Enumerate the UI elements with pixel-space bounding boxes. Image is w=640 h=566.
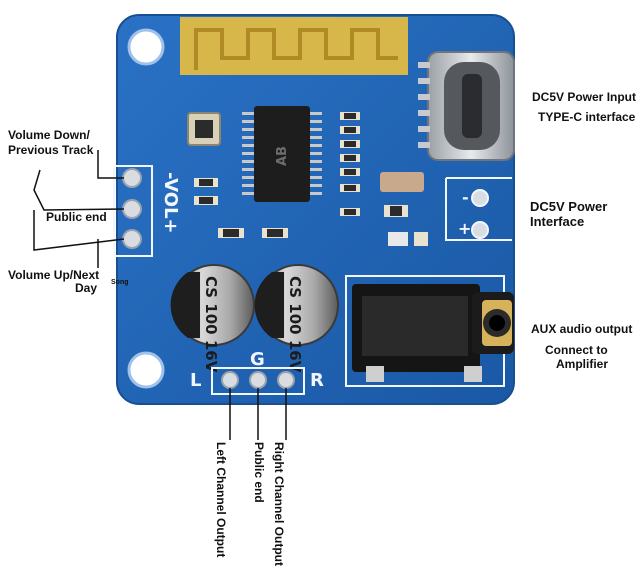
- cap2-label: CS 100 16V: [286, 276, 304, 373]
- smd-components: [194, 112, 428, 246]
- aux-audio-jack: [345, 275, 514, 387]
- main-chip: AB: [242, 106, 322, 202]
- label-volume-up-next: Volume Up/Next: [8, 268, 100, 282]
- pcb-illustration: AB: [33, 14, 515, 440]
- label-left-channel-output: Left Channel Output: [214, 442, 228, 558]
- capacitor-2: CS 100 16V: [254, 264, 339, 373]
- label-right-channel-output: Right Channel Output: [272, 442, 286, 566]
- product-photo: AB: [8, 14, 637, 566]
- power-minus-mark: -: [462, 188, 469, 207]
- vol-silkscreen: -VOL+: [160, 172, 181, 234]
- label-public-end-bottom: Public end: [252, 442, 266, 503]
- leader-lines: [33, 150, 287, 440]
- power-plus-mark: +: [458, 219, 471, 238]
- label-interface: Interface: [530, 214, 585, 229]
- label-public-end-left: Public end: [46, 210, 107, 224]
- label-dc5v-power: DC5V Power: [530, 199, 608, 214]
- capacitor-1: CS 100 16V: [170, 264, 255, 373]
- label-day: Day: [75, 281, 98, 295]
- label-type-c-interface: TYPE-C interface: [538, 110, 636, 124]
- label-connect-to: Connect to: [545, 343, 608, 357]
- dc5v-power-pads: - +: [445, 177, 512, 241]
- usb-c-connector: [418, 51, 515, 161]
- label-aux-audio-output: AUX audio output: [531, 322, 633, 336]
- silk-left: L: [190, 370, 201, 391]
- antenna: [180, 17, 408, 75]
- label-dc5v-power-input: DC5V Power Input: [532, 90, 637, 104]
- chip-logo: AB: [275, 146, 290, 166]
- mounting-holes: [127, 28, 165, 389]
- cap1-label: CS 100 16V: [202, 276, 220, 373]
- label-previous-track: Previous Track: [8, 143, 94, 157]
- silk-ground: G: [250, 349, 265, 370]
- label-amplifier: Amplifier: [556, 357, 609, 371]
- silk-right: R: [310, 370, 324, 391]
- label-volume-down: Volume Down/: [8, 128, 90, 142]
- label-song: Song: [111, 279, 129, 286]
